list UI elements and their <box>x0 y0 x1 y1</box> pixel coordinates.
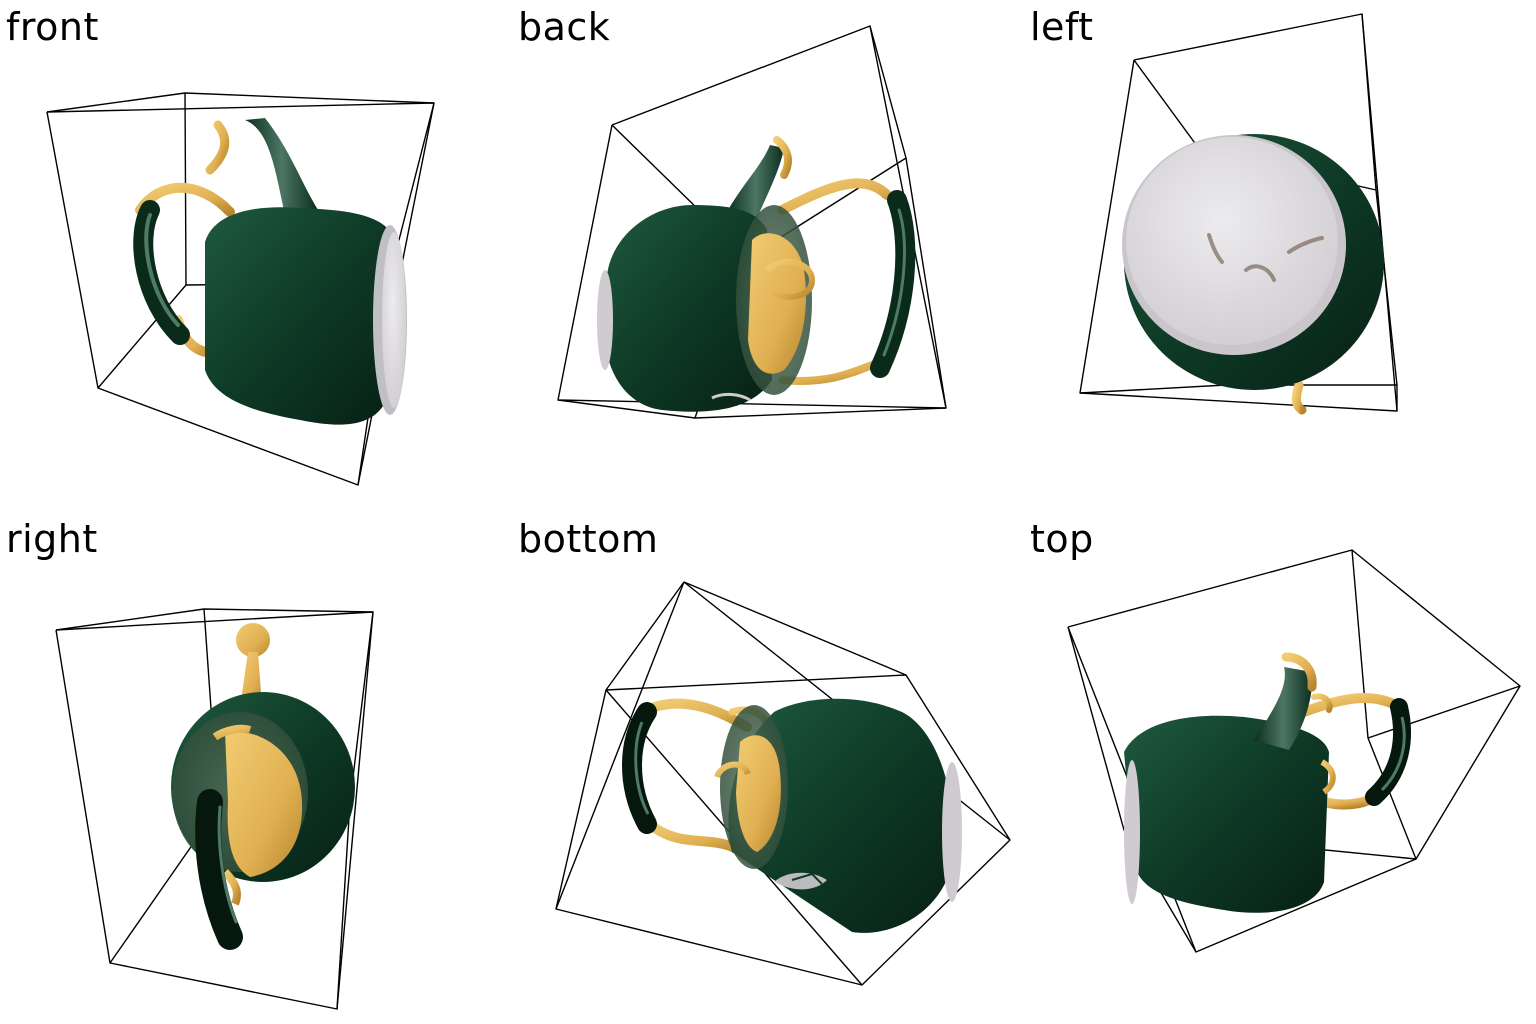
teapot-model <box>597 136 916 412</box>
view-panel-left: left <box>1024 0 1536 512</box>
view-label: front <box>6 5 99 49</box>
view-panel-bottom: bottom <box>512 512 1024 1024</box>
teapot-render-bottom <box>555 581 1011 986</box>
teapot-render-right <box>55 608 374 1010</box>
teapot-model <box>133 118 407 425</box>
view-label: left <box>1030 5 1094 49</box>
view-label: bottom <box>518 517 659 561</box>
view-label: top <box>1030 517 1094 561</box>
view-label: right <box>6 517 98 561</box>
teapot-model <box>622 698 962 933</box>
teapot-render-left <box>1079 13 1398 415</box>
teapot-render-front <box>46 92 435 486</box>
view-panel-top: top <box>1024 512 1536 1024</box>
teapot-model <box>1122 134 1384 415</box>
view-panel-front: front <box>0 0 512 512</box>
view-panel-back: back <box>512 0 1024 512</box>
teapot-model <box>1124 652 1412 913</box>
view-panel-right: right <box>0 512 512 1024</box>
view-label: back <box>518 5 611 49</box>
teapot-render-top <box>1067 549 1521 953</box>
teapot-render-back <box>557 25 947 419</box>
teapot-model <box>171 623 355 950</box>
